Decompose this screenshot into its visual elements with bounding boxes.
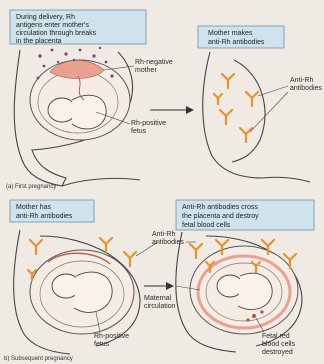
panel-a-label-fetus-1: Rh-positive <box>131 120 166 127</box>
panel-a-box-right-line-2: anti-Rh antibodies <box>208 39 265 46</box>
panel-a-mother-leg <box>62 178 140 186</box>
panel-a-pointer-antibodies-2 <box>250 92 288 132</box>
panel-b: Mother has anti-Rh antibodies Anti-Rh an… <box>4 200 314 362</box>
panel-a-label-mother-1: Rh-negative <box>135 59 173 66</box>
panel-a-label-fetus-2: fetus <box>131 128 147 135</box>
panel-a-pointer-antibodies <box>258 86 288 96</box>
panel-a-mother-2-leg <box>262 177 310 182</box>
panel-a-label-antibodies-1: Anti-Rh <box>290 77 313 84</box>
panel-a-arrow-head <box>186 106 194 114</box>
panel-b-label-antibodies-1: Anti-Rh <box>152 231 175 238</box>
panel-a-fetus-head <box>48 98 76 122</box>
panel-a-fetus-body <box>72 95 106 129</box>
panel-a-box-left-line-3: circulation through breaks <box>16 30 97 37</box>
panel-a: During delivery, Rh antigens enter mothe… <box>6 10 322 190</box>
panel-b-fetus-2-body <box>238 273 272 309</box>
panel-b-label-destroyed-1: Fetal red <box>262 333 290 340</box>
panel-a-box-left-line-1: During delivery, Rh <box>16 14 75 21</box>
panel-b-label-fetus-1: Rh-positive <box>94 333 129 340</box>
panel-b-label-circulation-1: Maternal <box>144 295 172 302</box>
panel-b-box-left-line-1: Mother has <box>16 204 52 211</box>
panel-b-arrow-head <box>166 282 174 290</box>
panel-a-label-mother-2: mother <box>135 67 157 74</box>
panel-b-box-left-line-2: anti-Rh antibodies <box>16 213 73 220</box>
panel-a-label-antibodies-2: antibodies <box>290 85 322 92</box>
panel-b-caption: b) Subsequent pregnancy <box>4 356 73 362</box>
panel-a-box-left-line-2: antigens enter mother's <box>16 22 89 29</box>
panel-b-label-destroyed-2: blood cells <box>262 341 296 348</box>
panel-b-label-circulation-2: circulation <box>144 303 176 310</box>
panel-b-label-fetus-2: fetus <box>94 341 110 348</box>
panel-b-box-right-line-3: fetal blood cells <box>182 222 231 229</box>
panel-b-fetus-1-body <box>74 272 112 312</box>
panel-a-antibodies <box>214 74 258 142</box>
panel-a-box-left-line-4: in the placenta <box>16 38 62 45</box>
panel-b-label-antibodies-2: antibodies <box>152 239 184 246</box>
panel-b-box-right-line-1: Anti-Rh antibodies cross <box>182 204 258 211</box>
panel-a-box-right-line-1: Mother makes <box>208 30 253 37</box>
panel-a-mother-2-body <box>203 52 265 178</box>
panel-a-caption: (a) First pregnancy <box>6 184 56 190</box>
panel-b-label-destroyed-3: destroyed <box>262 349 293 356</box>
panel-b-box-right-line-2: the placenta and destroy <box>182 213 259 220</box>
